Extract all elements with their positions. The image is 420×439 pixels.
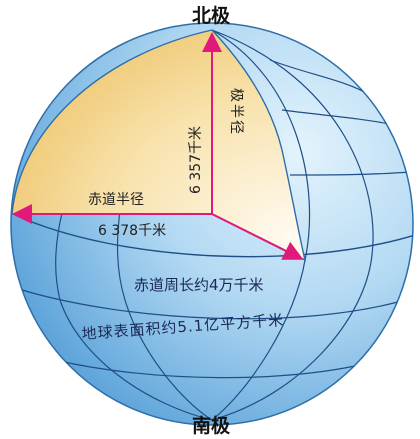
north-pole-label: 北极 [192, 4, 231, 27]
equator-circumference-label: 赤道周长约4万千米 [134, 276, 264, 294]
radius-arrow-to-equator-right [211, 213, 304, 260]
polar-radius-value: 6 357千米 [188, 126, 204, 194]
equatorial-radius-name: 赤道半径 [88, 192, 144, 208]
south-pole-label: 南极 [192, 414, 231, 437]
polar-radius-name: 极半径 [228, 88, 244, 136]
equatorial-radius-value: 6 378千米 [98, 223, 166, 239]
